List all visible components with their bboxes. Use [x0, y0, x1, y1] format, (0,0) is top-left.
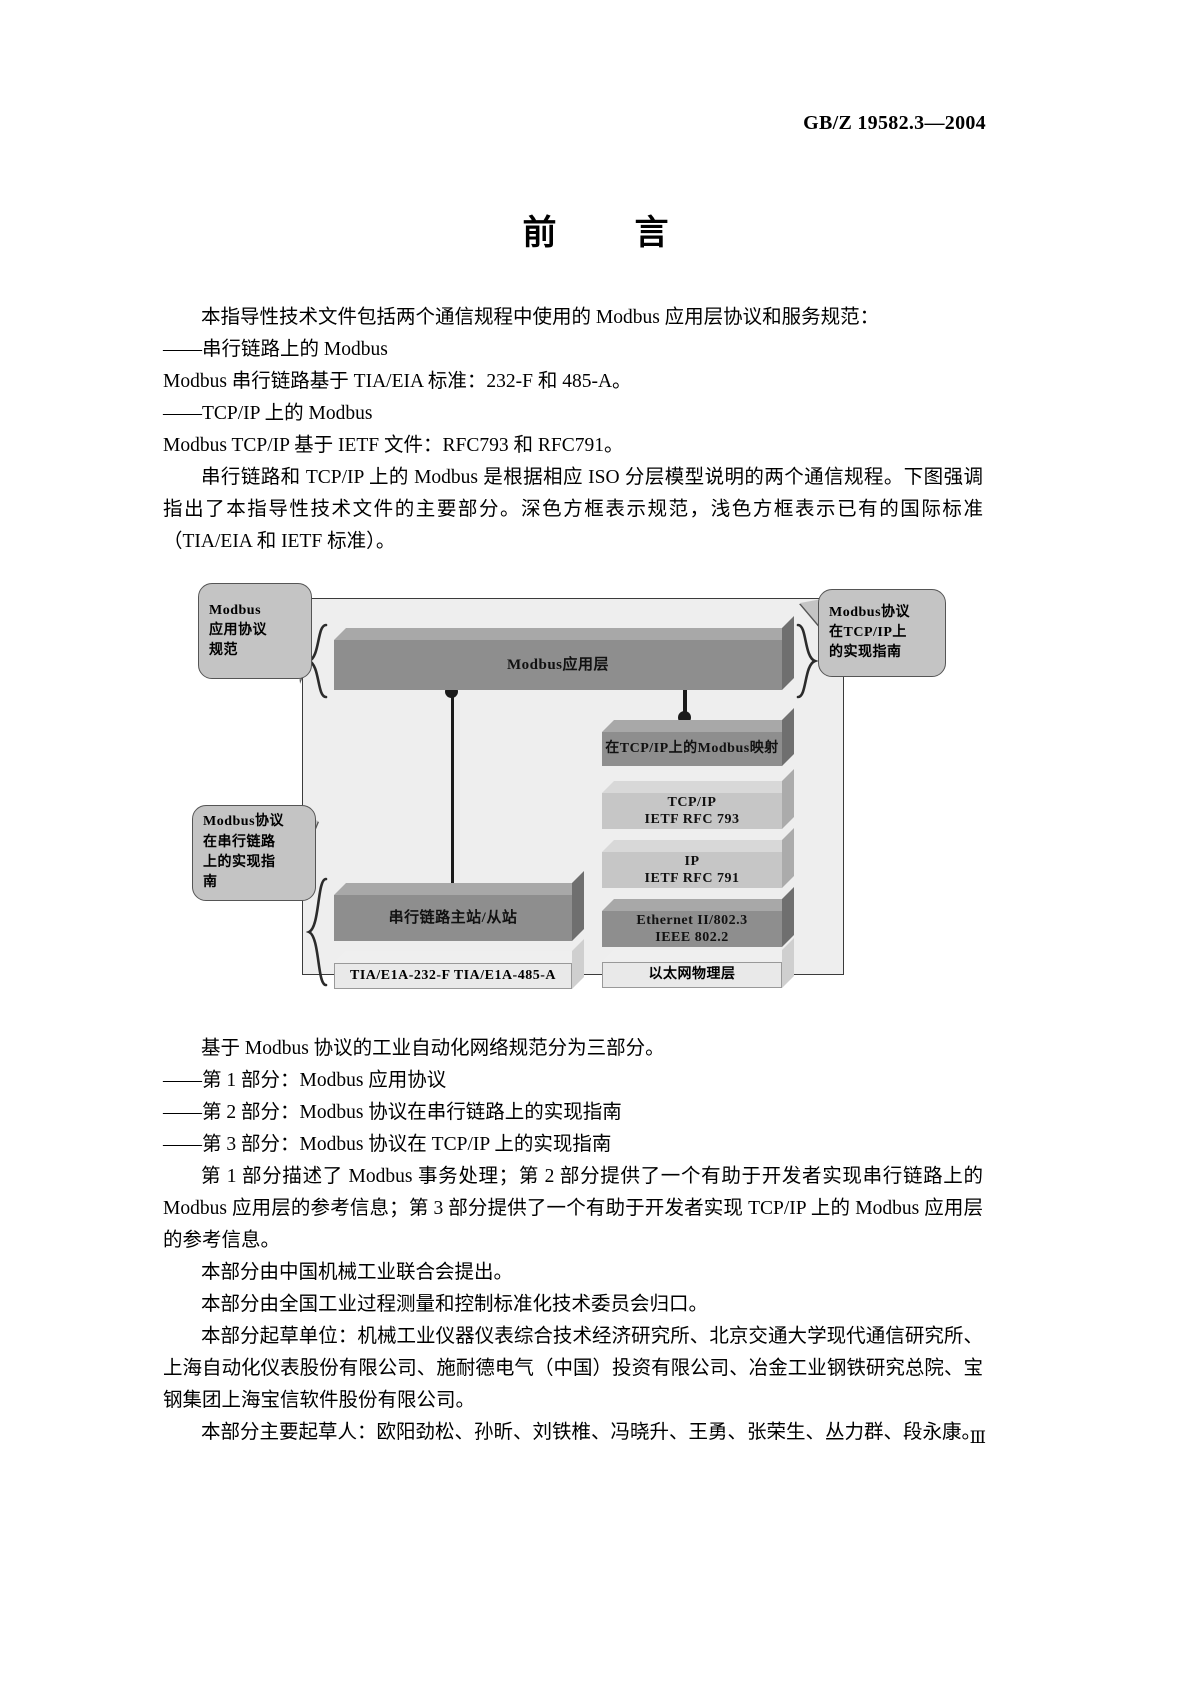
box-top-face [602, 720, 794, 732]
foreword-intro-block: 本指导性技术文件包括两个通信规程中使用的 Modbus 应用层协议和服务规范： … [163, 302, 983, 558]
box-tcp-ietf-rfc793: TCP/IP IETF RFC 793 [602, 769, 794, 829]
box-label: 串行链路主站/从站 [334, 895, 572, 941]
box-modbus-mapping-on-tcpip: 在TCP/IP上的Modbus映射 [602, 708, 794, 766]
box-top-face [602, 840, 794, 852]
callout-modbus-serial-implementation-guide: Modbus协议 在串行链路 上的实现指 南 [192, 805, 316, 901]
box-side-face [572, 871, 584, 941]
paragraph: ——TCP/IP 上的 Modbus [163, 403, 373, 424]
box-label: Ethernet II/802.3 IEEE 802.2 [602, 911, 782, 947]
callout-line: 规范 [209, 643, 238, 659]
box-label-line: Ethernet II/802.3 [636, 912, 748, 928]
paragraph: 本部分由中国机械工业联合会提出。 [201, 1262, 514, 1283]
paragraph: 本部分主要起草人：欧阳劲松、孙昕、刘铁椎、冯晓升、王勇、张荣生、丛力群、段永康。 [201, 1422, 982, 1443]
paragraph: 本部分由全国工业过程测量和控制标准化技术委员会归口。 [201, 1294, 709, 1315]
box-ethernet-ieee8022: Ethernet II/802.3 IEEE 802.2 [602, 887, 794, 947]
callout-line: Modbus协议 [203, 814, 285, 830]
standard-number: GB/Z 19582.3—2004 [803, 112, 986, 134]
callout-line: 应用协议 [209, 622, 267, 638]
box-label: TIA/E1A-232-F TIA/E1A-485-A [334, 963, 572, 989]
paragraph: ——第 3 部分：Modbus 协议在 TCP/IP 上的实现指南 [163, 1134, 612, 1155]
callout-line: 在串行链路 [203, 834, 276, 850]
callout-line: 南 [203, 875, 218, 891]
box-label-line: TCP/IP [667, 794, 717, 810]
page-title: 前 言 [522, 213, 691, 253]
paragraph: ——第 2 部分：Modbus 协议在串行链路上的实现指南 [163, 1102, 622, 1123]
box-side-face [782, 616, 794, 690]
callout-line: Modbus [209, 602, 262, 618]
callout-line: 的实现指南 [829, 645, 902, 661]
box-top-face [602, 899, 794, 911]
box-ip-ietf-rfc791: IP IETF RFC 791 [602, 828, 794, 888]
paragraph: 本指导性技术文件包括两个通信规程中使用的 Modbus 应用层协议和服务规范： [201, 307, 880, 328]
page-header: GB/Z 19582.3—2004 [0, 112, 1191, 135]
connector-line-tcpip [683, 677, 687, 721]
architecture-diagram: Modbus应用层 在TCP/IP上的Modbus映射 TCP/IP IETF … [186, 565, 946, 995]
box-label-line: IEEE 802.2 [655, 930, 729, 945]
box-top-face [334, 883, 584, 895]
box-ethernet-physical-layer: 以太网物理层 [602, 938, 794, 988]
box-label: 在TCP/IP上的Modbus映射 [602, 732, 782, 766]
box-label: TCP/IP IETF RFC 793 [602, 793, 782, 829]
paragraph: 基于 Modbus 协议的工业自动化网络规范分为三部分。 [201, 1038, 665, 1059]
brace-tcpip-stack-icon [796, 623, 818, 699]
box-top-face [602, 781, 794, 793]
paragraph: 第 1 部分描述了 Modbus 事务处理；第 2 部分提供了一个有助于开发者实… [163, 1166, 983, 1251]
connector-line-serial [451, 693, 454, 885]
callout-tail-tcp-impl [800, 599, 822, 629]
box-side-face [782, 708, 794, 766]
box-serial-link-master-slave: 串行链路主站/从站 [334, 871, 584, 941]
box-top-face [602, 950, 794, 962]
callout-modbus-tcpip-implementation-guide: Modbus协议 在TCP/IP上 的实现指南 [818, 589, 946, 677]
callout-modbus-application-protocol-spec: Modbus 应用协议 规范 [198, 583, 312, 679]
box-label: IP IETF RFC 791 [602, 852, 782, 888]
callout-line: 在TCP/IP上 [829, 624, 907, 640]
paragraph: 串行链路和 TCP/IP 上的 Modbus 是根据相应 ISO 分层模型说明的… [163, 467, 983, 552]
paragraph: Modbus 串行链路基于 TIA/EIA 标准：232-F 和 485-A。 [163, 371, 632, 392]
paragraph: ——第 1 部分：Modbus 应用协议 [163, 1070, 447, 1091]
callout-line: Modbus协议 [829, 604, 911, 620]
box-side-face [782, 769, 794, 829]
paragraph: 本部分起草单位：机械工业仪器仪表综合技术经济研究所、北京交通大学现代通信研究所、… [163, 1326, 983, 1411]
paragraph: Modbus TCP/IP 基于 IETF 文件：RFC793 和 RFC791… [163, 435, 624, 456]
box-label: 以太网物理层 [602, 962, 782, 988]
foreword-body-block: 基于 Modbus 协议的工业自动化网络规范分为三部分。 ——第 1 部分：Mo… [163, 1033, 983, 1449]
box-label-line: IP [684, 853, 700, 869]
box-side-face [782, 828, 794, 888]
brace-serial-link-icon [306, 877, 328, 987]
box-modbus-application-layer: Modbus应用层 [334, 616, 794, 690]
box-tia-eia-232f-485a: TIA/E1A-232-F TIA/E1A-485-A [334, 939, 584, 989]
callout-line: 上的实现指 [203, 855, 276, 870]
box-label-line: IETF RFC 793 [644, 812, 740, 827]
box-top-face [334, 951, 584, 963]
box-top-face [334, 628, 794, 640]
box-label-line: IETF RFC 791 [644, 871, 740, 886]
box-label: Modbus应用层 [334, 640, 782, 690]
paragraph: ——串行链路上的 Modbus [163, 339, 388, 360]
page-number: Ⅲ [969, 1428, 986, 1447]
